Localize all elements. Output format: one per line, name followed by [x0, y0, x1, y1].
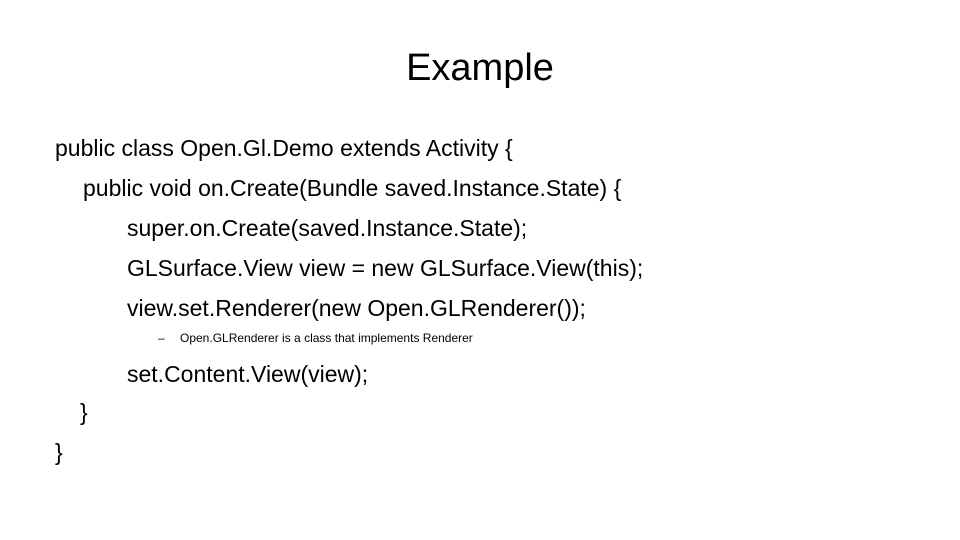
sub-bullet-text: Open.GLRenderer is a class that implemen…	[180, 331, 473, 345]
code-line-super-call: super.on.Create(saved.Instance.State);	[127, 215, 528, 241]
slide-title: Example	[406, 47, 554, 89]
code-line-method-close-brace: }	[80, 399, 88, 425]
sub-bullet: – Open.GLRenderer is a class that impleme…	[158, 330, 473, 346]
code-line-set-renderer: view.set.Renderer(new Open.GLRenderer())…	[127, 295, 586, 321]
code-line-surface-view: GLSurface.View view = new GLSurface.View…	[127, 255, 644, 281]
code-line-set-content-view: set.Content.View(view);	[127, 361, 369, 387]
sub-bullet-marker: –	[158, 331, 165, 345]
code-line-class-declaration: public class Open.Gl.Demo extends Activi…	[55, 135, 513, 161]
code-line-class-close-brace: }	[55, 439, 63, 465]
code-line-method-declaration: public void on.Create(Bundle saved.Insta…	[83, 175, 622, 201]
